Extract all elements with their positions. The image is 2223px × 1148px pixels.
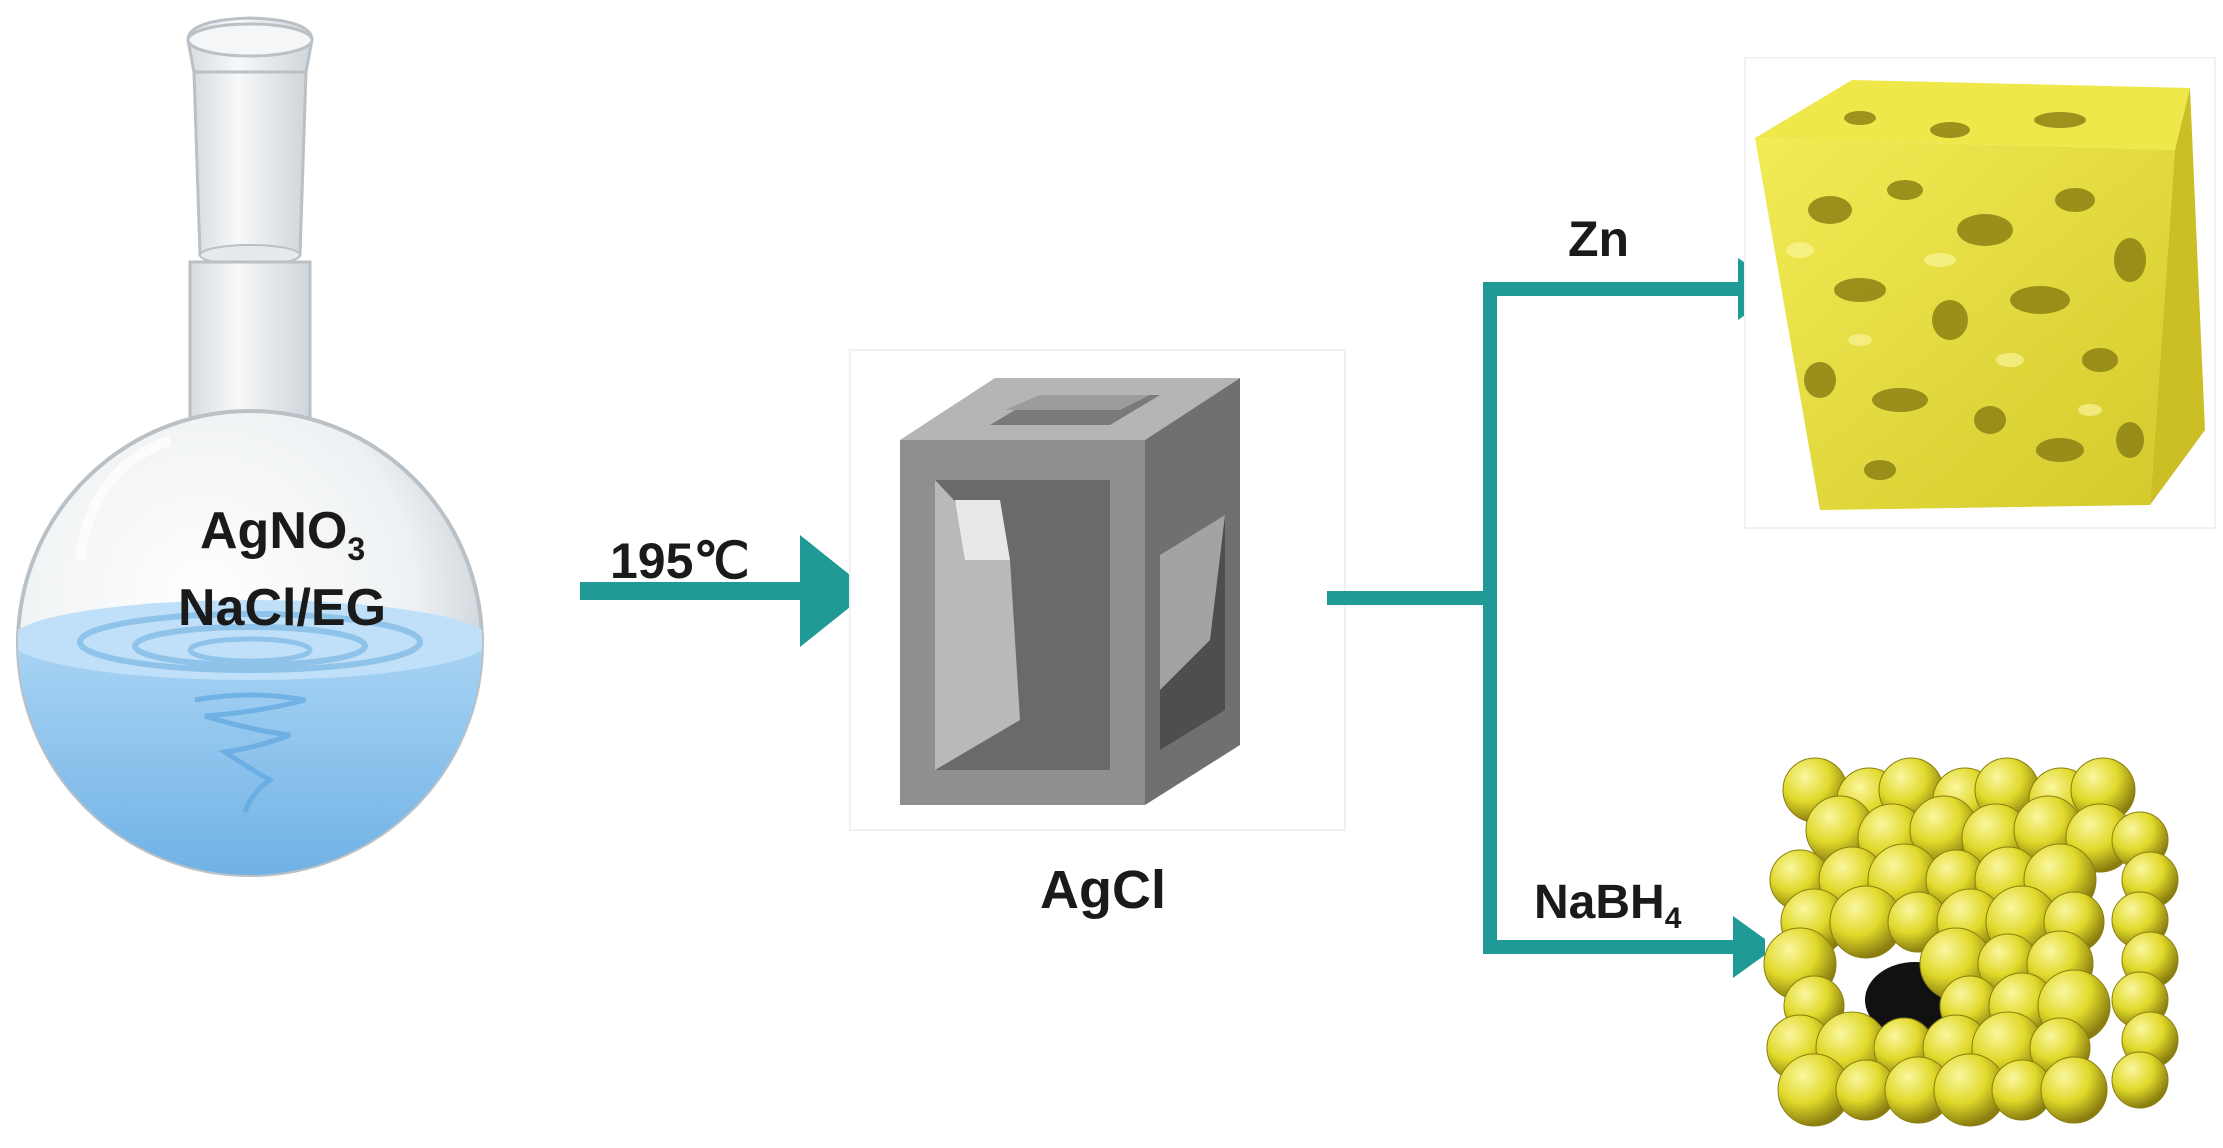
label-nacl-eg: NaCl/EG (178, 579, 386, 637)
sphere-particle (2040, 1056, 2108, 1124)
heating-arrow (580, 535, 870, 647)
sphere-aggregate-cube-icon (1763, 745, 2197, 1135)
sphere-particle (2111, 1051, 2169, 1109)
round-bottom-flask-icon (16, 16, 484, 877)
label-nabh4: NaBH4 (1534, 876, 1682, 935)
label-agcl: AgCl (1040, 860, 1166, 920)
porous-cube-icon (1744, 57, 2216, 529)
branch-connector (1327, 258, 1782, 978)
label-agno3: AgNO3 (200, 502, 365, 567)
hollow-cube-icon (849, 349, 1346, 831)
label-zn: Zn (1568, 211, 1629, 267)
label-temperature: 195℃ (610, 533, 750, 589)
